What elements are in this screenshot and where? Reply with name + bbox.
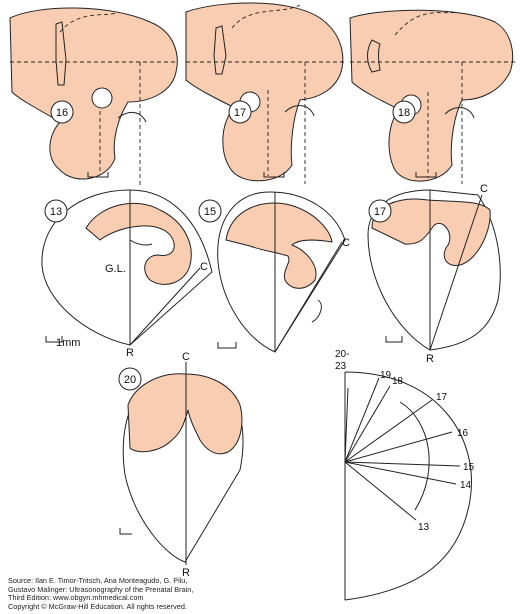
ray-label-18: 18	[392, 376, 404, 387]
ray-14	[344, 461, 457, 485]
row2-panel-13: 13 G.L. C R 1mm	[41, 189, 213, 359]
ray-label-16: 16	[457, 428, 469, 439]
ray-c-15	[274, 241, 343, 353]
eye-vesicle-16	[91, 87, 113, 109]
ray-19	[344, 377, 380, 463]
ray-top-label-line1: 20-	[335, 349, 349, 360]
stage-circle-16	[50, 100, 74, 124]
ray-15	[344, 461, 461, 467]
ray-c-17b	[429, 194, 483, 351]
stage-number-16: 16	[56, 107, 68, 119]
section-outline-13	[41, 189, 213, 346]
stage-number-17: 17	[234, 107, 246, 119]
label-r-13: R	[126, 347, 134, 359]
scale-bar-row1-17	[263, 172, 285, 178]
ray-label-14: 14	[460, 480, 472, 491]
stage-circle-17b	[368, 199, 392, 223]
scale-bar-1mm	[45, 336, 63, 343]
label-c-17b: C	[480, 183, 488, 195]
source-line-3: Third Edition: www.obgyn.mhmedical.com	[8, 593, 144, 603]
stage-number-20: 20	[124, 374, 136, 386]
scale-bar-row1-16	[87, 172, 109, 178]
source-line-4: Copyright © McGraw-Hill Education. All r…	[8, 601, 187, 611]
label-r-20: R	[182, 567, 190, 579]
neural-tube-16	[55, 21, 67, 86]
stage-circle-15	[198, 199, 222, 223]
ventricle-18	[444, 107, 475, 119]
scale-bar-15	[217, 342, 237, 349]
ray-18	[344, 385, 391, 463]
tissue-15	[225, 202, 333, 289]
section-outline-15	[217, 191, 346, 353]
ray-13	[344, 461, 417, 521]
source-line-1: Source: Ilan E. Timor-Tritsch, Ana Monte…	[8, 576, 188, 585]
row1-panel-17: 17	[185, 2, 344, 184]
row2-panel-17b: 17 C R	[367, 183, 501, 365]
ray-top-label-line2: 23	[335, 361, 347, 372]
stage-circle-20	[118, 367, 142, 391]
guide-dash-16	[10, 11, 178, 185]
label-r-17b: R	[426, 353, 434, 365]
label-c-13: C	[200, 261, 208, 273]
stage-circle-18	[392, 100, 416, 124]
ray-diagram: 20- 23 19 18 17 16 15 14 13	[335, 349, 475, 601]
brain-outline-18	[349, 9, 514, 182]
stage-number-17b: 17	[374, 206, 386, 218]
row1-panel-18: 18	[349, 9, 515, 184]
ray-label-17: 17	[436, 392, 448, 403]
source-line-2: Gustavo Malinger: Ultrasonography of the…	[8, 584, 194, 594]
stage-number-15: 15	[204, 206, 216, 218]
ray-c-13	[129, 267, 201, 346]
stage-number-13: 13	[50, 206, 62, 218]
row3-panel-20: 20 C R	[118, 351, 244, 579]
label-gl: G.L.	[105, 263, 126, 275]
tissue-20	[127, 373, 243, 455]
tail-15	[311, 299, 322, 323]
ray-17	[344, 399, 433, 463]
tissue-13	[85, 202, 192, 285]
ray-20-23	[344, 387, 349, 463]
stage-circle-17	[228, 100, 252, 124]
scale-label-1mm: 1mm	[56, 337, 80, 349]
brain-outline-17	[185, 2, 344, 182]
gl-arc-13	[129, 239, 153, 246]
row1-panel-16: 16	[9, 7, 178, 185]
guide-dash-17	[186, 4, 344, 184]
ventricle-16	[117, 112, 147, 123]
neural-tube-18	[367, 39, 381, 73]
row2-panel-15: 15 C	[198, 191, 350, 353]
ray-16	[344, 431, 453, 463]
stage-circle-13	[44, 199, 68, 223]
ray-outer-arc	[344, 371, 472, 601]
source-caption: Source: Ilan E. Timor-Tritsch, Ana Monte…	[8, 576, 508, 611]
scale-bar-17b	[385, 336, 403, 343]
stage-number-18: 18	[398, 107, 410, 119]
ray-label-19: 19	[380, 370, 392, 381]
ray-inner-arc	[399, 401, 430, 511]
neural-tube-17	[213, 25, 227, 75]
tissue-17b	[371, 198, 491, 266]
scale-bar-20	[119, 528, 132, 535]
label-c-15: C	[342, 237, 350, 249]
scale-bar-row1-18	[415, 172, 437, 178]
ray-label-13: 13	[418, 522, 430, 533]
ventricle-17	[284, 105, 315, 117]
ray-label-15: 15	[463, 462, 475, 473]
label-c-20: C	[182, 351, 190, 363]
